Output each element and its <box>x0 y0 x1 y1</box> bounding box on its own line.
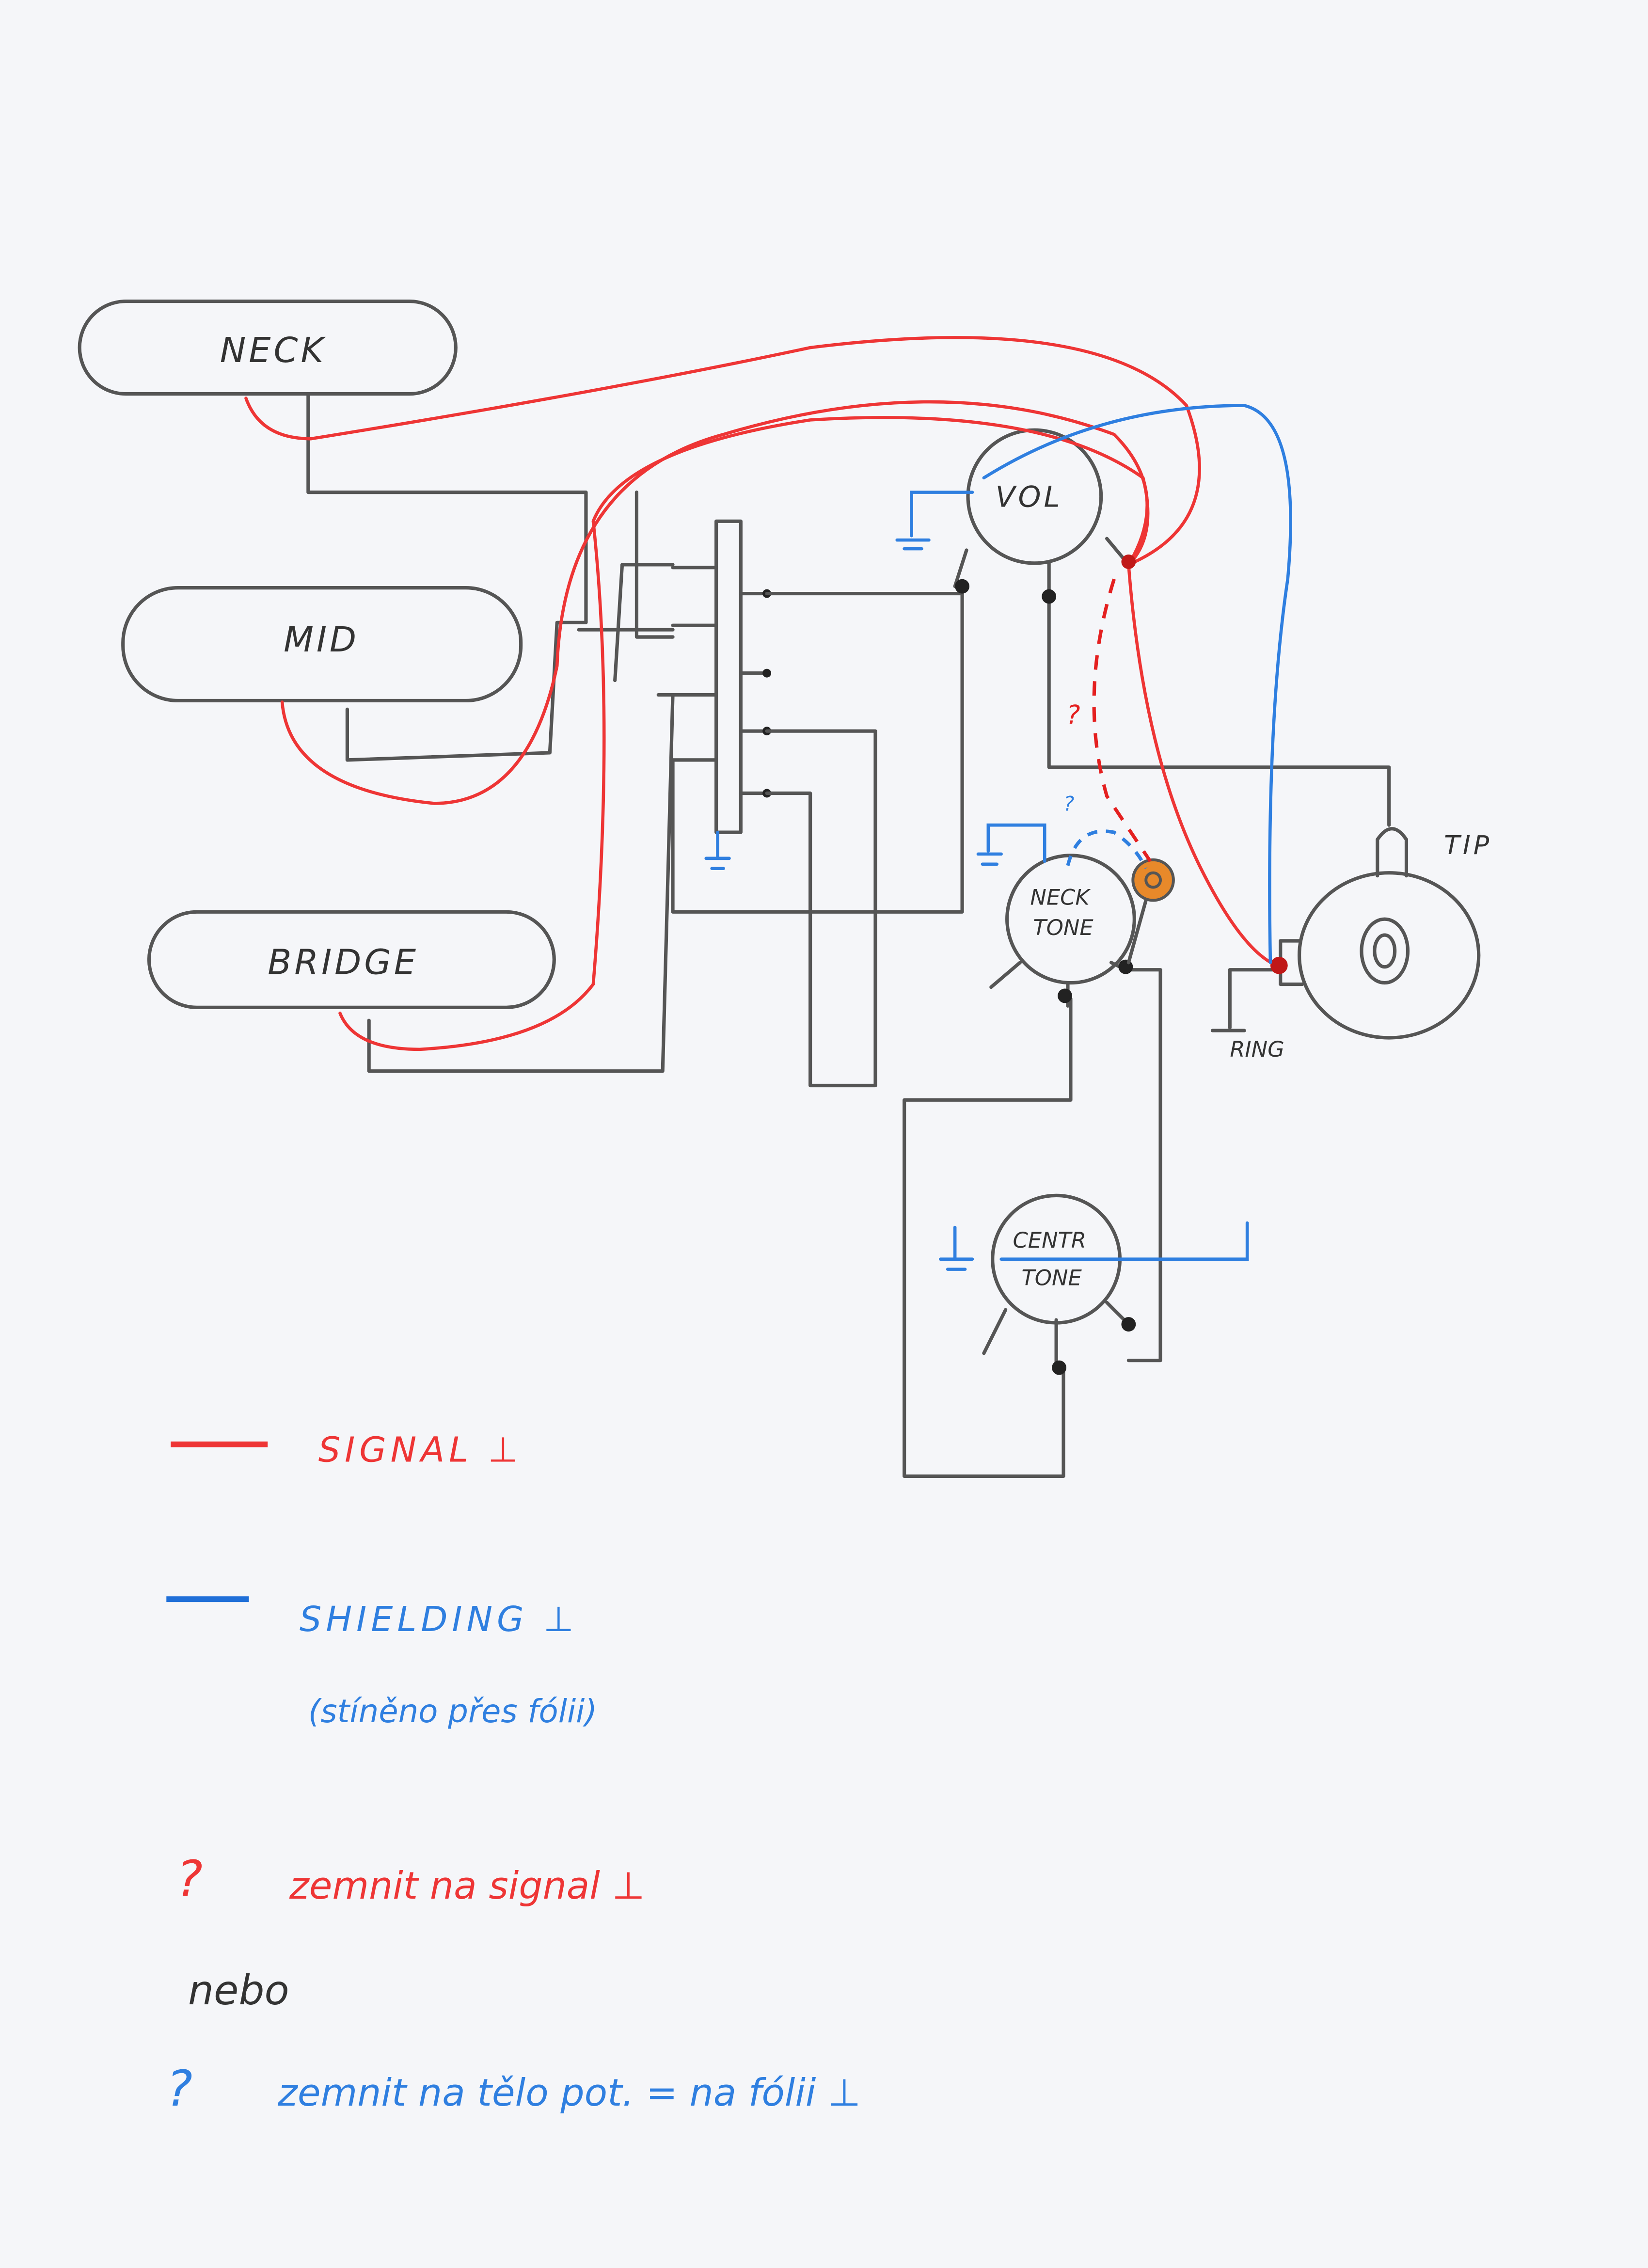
shielding-legend-label: SHIELDING ⊥ <box>300 1599 578 1639</box>
volume-pot-label: VOL <box>996 480 1063 514</box>
centre-tone-label-2: TONE <box>1021 1265 1082 1290</box>
neck-tone-label-2: TONE <box>1033 915 1093 940</box>
neck-tone-label-1: NECK <box>1030 884 1091 910</box>
selector-switch <box>671 519 772 834</box>
centre-tone-pot: CENTR TONE <box>982 1193 1136 1375</box>
neck-pickup-label: NECK <box>220 330 327 370</box>
centre-tone-label-1: CENTR <box>1013 1227 1086 1253</box>
volume-pot: VOL <box>953 428 1130 604</box>
shielding-note: (stíněno přes fólii) <box>308 1693 597 1730</box>
mid-pickup-label: MID <box>284 619 359 660</box>
signal-legend-label: SIGNAL ⊥ <box>318 1430 523 1470</box>
legend: SIGNAL ⊥ SHIELDING ⊥ (stíněno přes fólii… <box>166 1430 861 2117</box>
neck-pickup: NECK <box>78 300 458 396</box>
mid-pickup: MID <box>121 586 523 703</box>
red-option-mark: ? <box>176 1850 203 1907</box>
or-text: nebo <box>188 1967 289 2014</box>
bridge-pickup: BRIDGE <box>147 910 556 1009</box>
red-option-marker: ? <box>1066 699 1080 730</box>
red-option-text: zemnit na signal ⊥ <box>289 1864 645 1908</box>
jack-ring-label: RING <box>1230 1036 1284 1062</box>
output-jack: TIP RING <box>1230 827 1492 1062</box>
ground-and-switch-wires <box>306 392 1391 1478</box>
neck-tone-pot: NECK TONE <box>989 854 1175 1008</box>
blue-option-mark: ? <box>166 2060 192 2117</box>
jack-tip-label: TIP <box>1444 830 1492 860</box>
bridge-pickup-label: BRIDGE <box>268 942 419 983</box>
blue-option-text: zemnit na tělo pot. = na fólii ⊥ <box>277 2071 861 2115</box>
blue-option-marker: ? <box>1063 792 1074 815</box>
shielding-wires: ? <box>704 404 1292 1271</box>
signal-wires: ? <box>244 336 1288 1051</box>
capacitor-icon <box>1131 858 1175 902</box>
